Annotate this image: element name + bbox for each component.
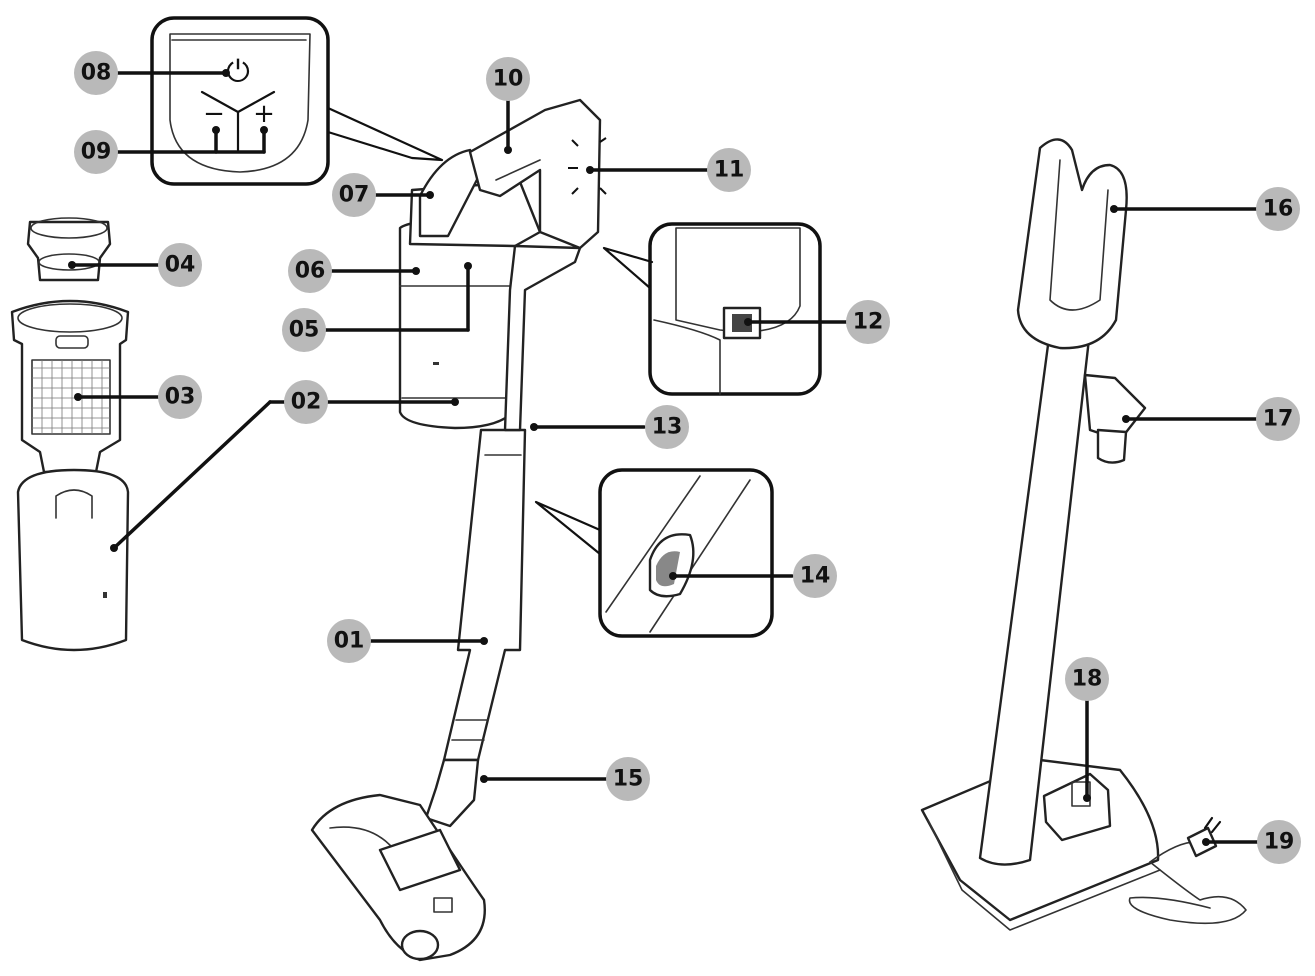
callout-number: 12 — [853, 310, 884, 335]
callout-16: 16 — [1256, 187, 1300, 231]
callout-18: 18 — [1065, 657, 1109, 701]
plus-symbol: + — [253, 99, 275, 129]
leader-lines — [68, 69, 1260, 846]
stick-vacuum — [310, 98, 607, 962]
minus-symbol: − — [203, 99, 225, 129]
callout-number: 11 — [714, 158, 745, 183]
callout-14: 14 — [793, 554, 837, 598]
callout-number: 08 — [81, 61, 112, 86]
control-panel-inset: ⏻ − + — [150, 16, 444, 186]
callout-17: 17 — [1256, 397, 1300, 441]
callout-number: 06 — [295, 259, 326, 284]
callout-number: 13 — [652, 415, 683, 440]
callout-05: 05 — [282, 308, 326, 352]
callout-01: 01 — [327, 619, 371, 663]
filter-cyclone-part — [10, 299, 130, 474]
callout-19: 19 — [1257, 820, 1301, 864]
filter-cap-part — [26, 217, 112, 282]
callout-number: 04 — [165, 253, 196, 278]
callout-06: 06 — [288, 249, 332, 293]
floor-brush — [310, 793, 486, 962]
callout-number: 01 — [334, 629, 365, 654]
callout-13: 13 — [645, 405, 689, 449]
callout-12: 12 — [846, 300, 890, 344]
dust-bin-part — [16, 468, 130, 652]
callout-03: 03 — [158, 375, 202, 419]
callout-number: 19 — [1264, 830, 1295, 855]
callout-number: 10 — [493, 67, 524, 92]
callout-number: 05 — [289, 318, 320, 343]
callout-04: 04 — [158, 243, 202, 287]
callout-number: 14 — [800, 564, 831, 589]
callout-number: 02 — [291, 390, 322, 415]
release-button-inset — [602, 222, 822, 396]
callout-number: 18 — [1072, 667, 1103, 692]
callout-07: 07 — [332, 173, 376, 217]
callout-number: 03 — [165, 385, 196, 410]
callout-number: 15 — [613, 767, 644, 792]
callout-10: 10 — [486, 57, 530, 101]
callout-number: 16 — [1263, 197, 1294, 222]
callout-08: 08 — [74, 51, 118, 95]
callout-11: 11 — [707, 148, 751, 192]
callout-number: 07 — [339, 183, 370, 208]
callout-number: 09 — [81, 140, 112, 165]
tube-button-inset — [534, 468, 774, 638]
callout-15: 15 — [606, 757, 650, 801]
callout-02: 02 — [284, 380, 328, 424]
battery-indicator-marks — [568, 137, 607, 195]
power-symbol: ⏻ — [226, 55, 250, 90]
callout-09: 09 — [74, 130, 118, 174]
callout-number: 17 — [1263, 407, 1294, 432]
charging-stand — [920, 138, 1247, 931]
